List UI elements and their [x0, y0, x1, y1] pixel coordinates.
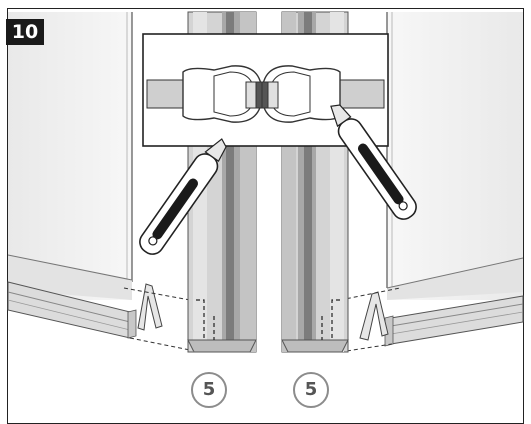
magnetic-seal-detail-icon — [146, 65, 385, 123]
left-bottom-seal — [7, 281, 191, 351]
step-number-badge: 10 — [6, 19, 44, 45]
right-glass-panel — [386, 12, 524, 300]
part-number-label-left: 5 — [191, 372, 227, 408]
utility-knife-icon — [139, 138, 227, 255]
right-bottom-seal — [339, 287, 524, 353]
right-utility-knife — [330, 104, 417, 220]
left-glass-panel — [7, 12, 133, 300]
part-number-label-right: 5 — [293, 372, 329, 408]
left-utility-knife — [139, 138, 227, 255]
